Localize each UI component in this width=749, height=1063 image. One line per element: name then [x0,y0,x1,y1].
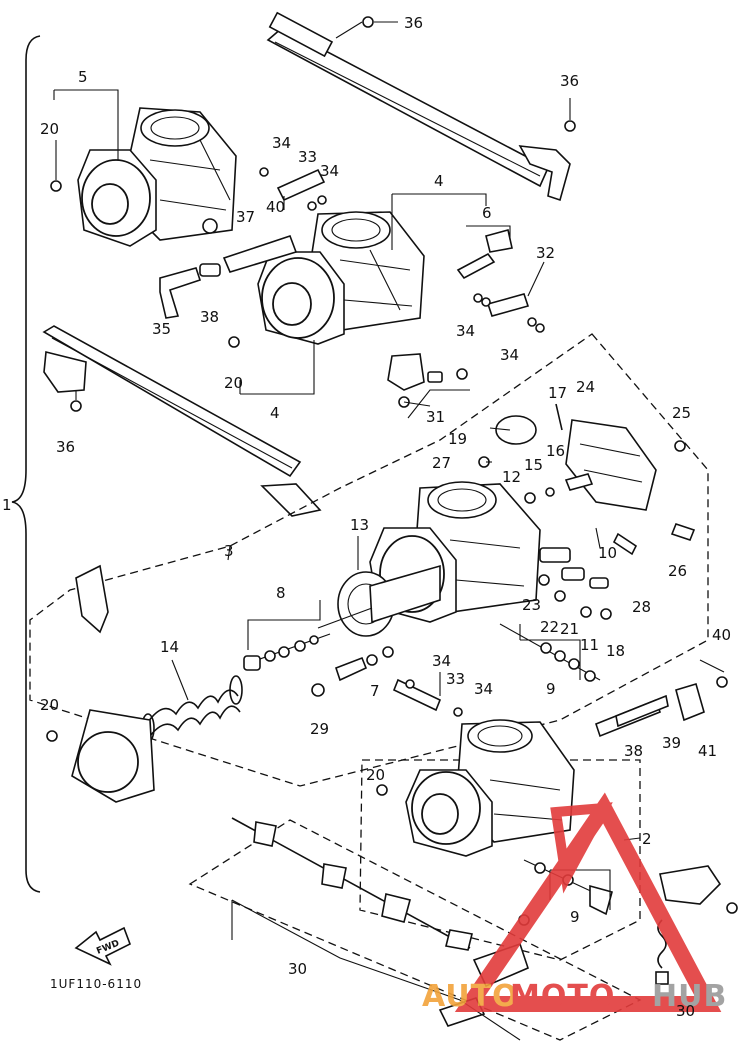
callout-32: 32 [536,244,555,262]
callout-33-lower: 33 [446,670,465,688]
lower-mounting-stay [42,325,322,517]
carburetor-3-exploded [46,403,696,803]
callout-38-upper: 38 [200,308,219,326]
callout-25: 25 [672,404,691,422]
callout-36-left: 36 [56,438,75,456]
callout-2: 2 [642,830,652,848]
callout-5: 5 [78,68,88,86]
lower-carburetor-boundary [359,759,641,961]
callout-20-cover: 20 [40,696,59,714]
callout-9-upper: 9 [546,680,556,698]
upper-mounting-stay [266,11,576,202]
callout-31: 31 [426,408,445,426]
exploded-assembly-boundary [29,333,709,787]
fuel-joint-parts-right [392,676,728,738]
callout-26: 26 [668,562,687,580]
forward-direction-arrow: FWD [74,926,132,966]
callout-38-lower: 38 [624,742,643,760]
callout-16: 16 [546,442,565,460]
callout-37: 37 [236,208,255,226]
callout-39: 39 [662,734,681,752]
watermark-text-auto: AUTO [422,979,519,1014]
callout-12: 12 [502,468,521,486]
watermark-text-moto: MOTO [510,979,615,1014]
callout-13: 13 [350,516,369,534]
carburetor-2 [376,719,613,916]
callout-19: 19 [448,430,467,448]
callout-20-upper-left: 20 [40,120,59,138]
callout-36-right: 36 [560,72,579,90]
callout-20-lower: 20 [366,766,385,784]
watermark-text-hub: HUB [652,979,727,1014]
callout-10: 10 [598,544,617,562]
fuel-joint-parts-upper [159,167,545,408]
callout-20-middle: 20 [224,374,243,392]
carburetor-5 [50,107,237,247]
callout-34-a: 34 [272,134,291,152]
callout-1: 1 [2,496,12,514]
callout-34-f: 34 [474,680,493,698]
callout-8: 8 [276,584,286,602]
callout-34-c: 34 [456,322,475,340]
callout-23: 23 [522,596,541,614]
watermark-triangle [454,792,722,1012]
callout-30-bracket: 30 [676,1002,695,1020]
callout-27: 27 [432,454,451,472]
callout-15: 15 [524,456,543,474]
carburetor-4 [228,211,425,391]
callout-35: 35 [152,320,171,338]
callout-24: 24 [576,378,595,396]
callout-36-top: 36 [404,14,423,32]
watermark-logo: AUTO MOTO HUB [422,792,727,1014]
callout-7: 7 [370,682,380,700]
callout-4-lower: 4 [270,404,280,422]
callout-34-d: 34 [500,346,519,364]
callout-30-linkage: 30 [288,960,307,978]
throttle-linkage-30 [188,817,738,1041]
callout-28: 28 [632,598,651,616]
callout-29: 29 [310,720,329,738]
callout-34-e: 34 [432,652,451,670]
callout-11: 11 [580,636,599,654]
callout-40-upper: 40 [266,198,285,216]
callout-labels: 1 2 3 4 4 5 6 7 8 9 9 10 11 12 13 14 15 … [2,14,731,1020]
callout-14: 14 [160,638,179,656]
callout-33-upper: 33 [298,148,317,166]
callout-3: 3 [224,542,234,560]
callout-6: 6 [482,204,492,222]
callout-4-upper: 4 [434,172,444,190]
callout-41: 41 [698,742,717,760]
callout-40-lower: 40 [712,626,731,644]
callout-22: 22 [540,618,559,636]
leader-lines [53,89,725,1041]
callout-17: 17 [548,384,567,402]
part-code: 1UF110-6110 [50,977,142,991]
assembly-bracket [11,35,41,893]
callout-34-b: 34 [320,162,339,180]
callout-9-lower: 9 [570,908,580,926]
callout-18: 18 [606,642,625,660]
callout-21: 21 [560,620,579,638]
